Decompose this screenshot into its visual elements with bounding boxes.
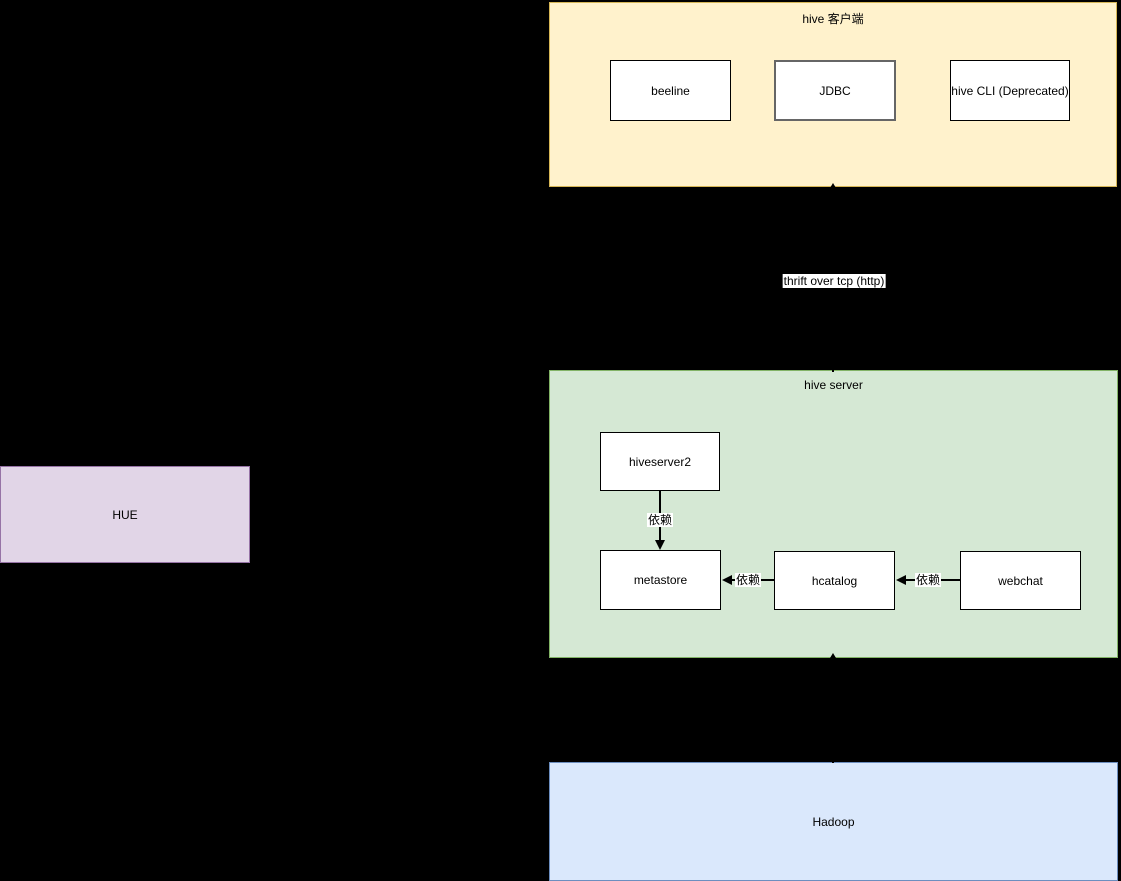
node-hive-cli-label: hive CLI (Deprecated) [951, 83, 1069, 98]
node-jdbc-label: JDBC [819, 83, 851, 98]
edge-hadoop-line[interactable] [832, 657, 834, 763]
node-hiveserver2[interactable]: hiveserver2 [600, 432, 720, 491]
node-hadoop[interactable]: Hadoop [549, 762, 1118, 881]
node-beeline-label: beeline [651, 83, 690, 98]
node-hue-label: HUE [112, 507, 138, 522]
node-hiveserver2-label: hiveserver2 [628, 454, 692, 469]
node-hadoop-label: Hadoop [812, 814, 855, 829]
node-webchat[interactable]: webchat [960, 551, 1081, 610]
edge-thrift-label[interactable]: thrift over tcp (http) [782, 274, 886, 288]
node-jdbc[interactable]: JDBC [774, 60, 896, 121]
group-hive-server-title: hive server [804, 378, 863, 392]
arrowhead-up-icon [827, 183, 839, 193]
node-webchat-label: webchat [998, 573, 1043, 588]
node-hcatalog[interactable]: hcatalog [774, 551, 895, 610]
node-metastore[interactable]: metastore [600, 550, 721, 610]
group-hive-client-title: hive 客户端 [802, 12, 864, 26]
node-hcatalog-label: hcatalog [811, 573, 858, 588]
node-hive-cli[interactable]: hive CLI (Deprecated) [950, 60, 1070, 121]
arrowhead-left-icon [896, 575, 906, 585]
arrowhead-left-icon [722, 575, 732, 585]
edge-hcatalog-metastore-label[interactable]: 依赖 [734, 573, 762, 587]
node-beeline[interactable]: beeline [610, 60, 731, 121]
arrowhead-up-icon [827, 653, 839, 663]
edge-webchat-hcatalog-label[interactable]: 依赖 [914, 573, 942, 587]
arrowhead-down-icon [655, 540, 665, 550]
group-hive-server[interactable]: hive server [549, 370, 1118, 658]
edge-hiveserver2-metastore-label[interactable]: 依赖 [646, 513, 674, 527]
node-hue[interactable]: HUE [0, 466, 250, 563]
node-metastore-label: metastore [633, 573, 688, 587]
